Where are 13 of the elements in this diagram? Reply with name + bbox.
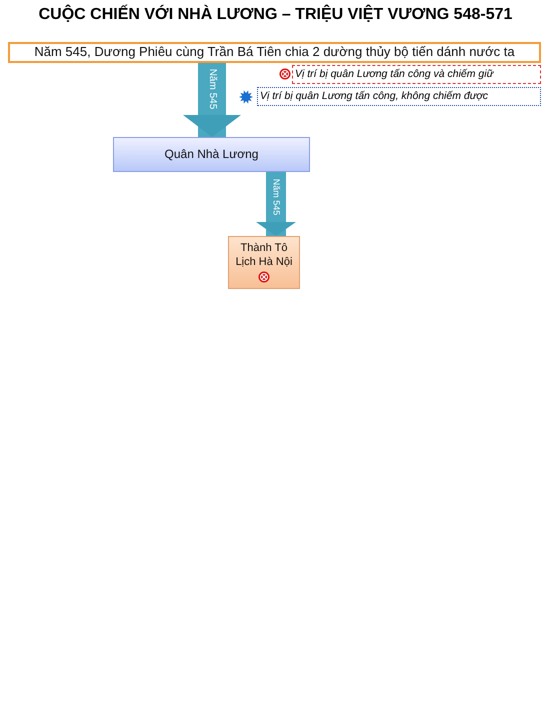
node-text: Năm 545, Dương Phiêu cùng Trần Bá Tiên chia 2 dường thủy bộ tiến dánh nước ta — [34, 44, 515, 61]
node-text: Thành Tô Lịch Hà Nội — [234, 242, 294, 270]
legend-text: Vị trí bị quân Lương tấn công và chiếm giữ — [292, 65, 541, 84]
edge-label: Năm 545 — [272, 178, 280, 216]
node-text: Quân Nhà Lương — [164, 147, 258, 162]
location-box — [228, 236, 300, 289]
edge-label: Năm 545 — [207, 68, 217, 110]
text-banner — [8, 42, 541, 63]
legend-text: Vị trí bị quân Lương tấn công, không chiếm được — [257, 87, 541, 106]
title: CUỘC CHIẾN VỚI NHÀ LƯƠNG – TRIỆU VIỆT VƯƠNG 548-571 — [38, 6, 514, 24]
block-arrow — [256, 172, 296, 236]
block-arrow — [183, 63, 241, 137]
process-box — [113, 137, 310, 172]
